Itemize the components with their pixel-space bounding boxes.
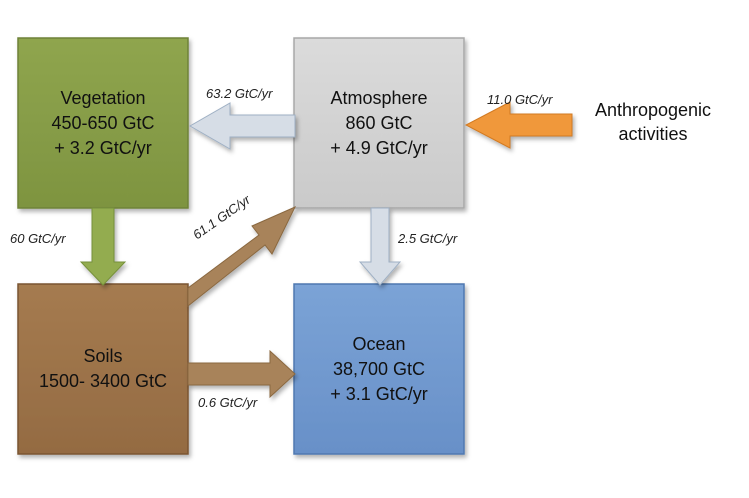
arrow-soils-to-ocean xyxy=(187,349,296,399)
arrow-atmosphere-to-vegetation xyxy=(188,102,296,150)
flow-label-soils-to-ocean: 0.6 GtC/yr xyxy=(198,395,258,410)
ocean-name: Ocean xyxy=(352,333,406,354)
flow-label-anthropogenic-to-atmosphere: 11.0 GtC/yr xyxy=(487,92,553,107)
soils-name: Soils xyxy=(83,346,123,366)
atmosphere-change: + 4.9 GtC/yr xyxy=(330,137,428,158)
ocean-stock: 38,700 GtC xyxy=(332,358,426,379)
anthropogenic-node: Anthropogenic activities xyxy=(578,98,728,146)
atmosphere-node: Atmosphere 860 GtC + 4.9 GtC/yr xyxy=(294,38,464,208)
vegetation-change: + 3.2 GtC/yr xyxy=(54,137,152,158)
anthropogenic-line1: Anthropogenic xyxy=(594,100,712,120)
ocean-node: Ocean 38,700 GtC + 3.1 GtC/yr xyxy=(294,284,464,454)
arrow-anthropogenic-to-atmosphere xyxy=(464,101,573,149)
atmosphere-box xyxy=(293,37,465,209)
ocean-box xyxy=(293,283,465,455)
vegetation-name: Vegetation xyxy=(60,87,146,108)
vegetation-box xyxy=(17,37,189,209)
vegetation-stock: 450-650 GtC xyxy=(51,112,155,133)
arrow-soils-to-atmosphere xyxy=(187,205,297,308)
arrow-atmosphere-to-ocean xyxy=(358,207,402,286)
arrow-vegetation-to-soils xyxy=(79,207,127,286)
flow-label-vegetation-to-soils: 60 GtC/yr xyxy=(10,231,66,246)
ocean-change: + 3.1 GtC/yr xyxy=(330,383,428,404)
flow-label-atmosphere-to-ocean: 2.5 GtC/yr xyxy=(398,231,458,246)
atmosphere-name: Atmosphere xyxy=(330,87,428,108)
atmosphere-stock: 860 GtC xyxy=(345,112,413,133)
vegetation-node: Vegetation 450-650 GtC + 3.2 GtC/yr xyxy=(18,38,188,208)
flow-label-atmosphere-to-vegetation: 63.2 GtC/yr xyxy=(206,86,273,101)
soils-node: Soils 1500- 3400 GtC xyxy=(18,284,188,454)
anthropogenic-line2: activities xyxy=(618,124,688,144)
soils-stock: 1500- 3400 GtC xyxy=(38,371,168,391)
